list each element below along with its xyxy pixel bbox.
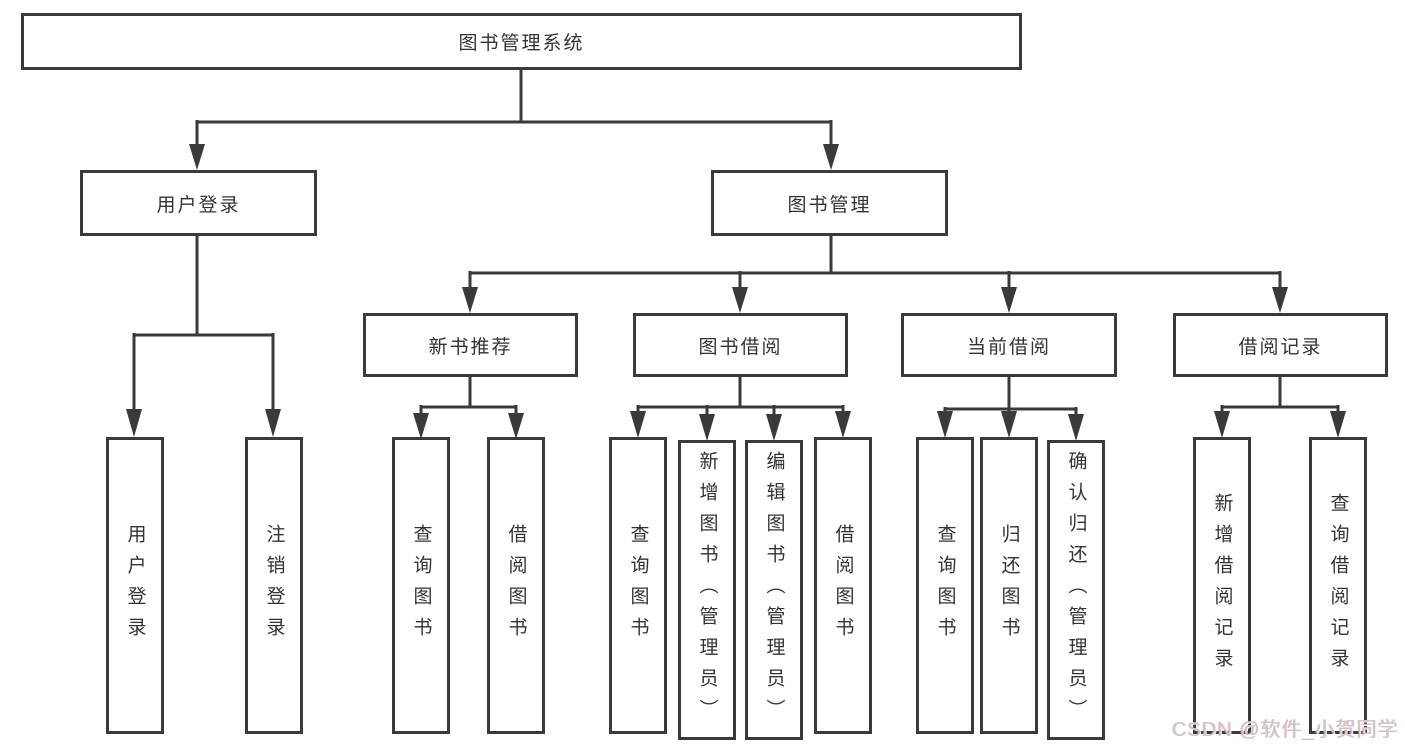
leaf-borrow-books-2-label: 借阅图书: [832, 523, 854, 648]
node-new-book-recommend: 新书推荐: [363, 313, 578, 377]
node-borrow-records: 借阅记录: [1173, 313, 1388, 377]
leaf-user-login: 用户登录: [106, 437, 164, 734]
connector-book-borrowing-children: [630, 377, 851, 441]
leaf-query-books-2-label: 查询图书: [627, 523, 649, 648]
node-user-login: 用户登录: [80, 170, 317, 236]
leaf-edit-book-admin-label: 编辑图书（管理员）: [763, 450, 785, 730]
connector-current-borrowing-children: [937, 377, 1084, 441]
node-user-login-label: 用户登录: [156, 194, 241, 216]
node-book-management-label: 图书管理: [787, 194, 872, 216]
leaf-logout-label: 注销登录: [263, 523, 285, 648]
leaf-edit-book-admin: 编辑图书（管理员）: [745, 440, 803, 740]
node-book-management: 图书管理: [711, 170, 948, 236]
leaf-confirm-return-admin-label: 确认归还（管理员）: [1065, 450, 1087, 730]
node-book-borrowing-label: 图书借阅: [698, 336, 783, 358]
leaf-query-books-1-label: 查询图书: [410, 523, 432, 648]
leaf-add-book-admin: 新增图书（管理员）: [678, 440, 736, 740]
leaf-return-book-label: 归还图书: [998, 523, 1020, 648]
leaf-query-books-1: 查询图书: [392, 437, 450, 734]
leaf-borrow-books-2: 借阅图书: [814, 437, 872, 734]
leaf-query-borrow-record: 查询借阅记录: [1309, 437, 1367, 734]
connector-book-management-children: [462, 236, 1288, 313]
connector-new-book-recommend-children: [413, 377, 524, 439]
leaf-borrow-books-1-label: 借阅图书: [505, 523, 527, 648]
node-book-borrowing: 图书借阅: [633, 313, 848, 377]
leaf-query-borrow-record-label: 查询借阅记录: [1327, 492, 1349, 679]
connector-user-login-children: [126, 236, 281, 437]
node-new-book-recommend-label: 新书推荐: [428, 336, 513, 358]
node-current-borrowing: 当前借阅: [901, 313, 1117, 377]
leaf-borrow-books-1: 借阅图书: [487, 437, 545, 734]
connector-root-to-level2: [189, 70, 839, 170]
leaf-confirm-return-admin: 确认归还（管理员）: [1047, 440, 1105, 740]
node-root-system: 图书管理系统: [21, 13, 1022, 70]
leaf-add-borrow-record: 新增借阅记录: [1193, 437, 1251, 734]
leaf-add-borrow-record-label: 新增借阅记录: [1211, 492, 1233, 679]
leaf-query-books-3: 查询图书: [916, 437, 974, 734]
leaf-user-login-label: 用户登录: [124, 523, 146, 648]
leaf-add-book-admin-label: 新增图书（管理员）: [696, 450, 718, 730]
csdn-watermark: CSDN @软件_小贺同学: [1172, 719, 1399, 741]
leaf-logout: 注销登录: [245, 437, 303, 734]
leaf-query-books-2: 查询图书: [609, 437, 667, 734]
node-root-system-label: 图书管理系统: [458, 33, 585, 54]
connector-borrow-records-children: [1214, 377, 1346, 438]
node-borrow-records-label: 借阅记录: [1238, 336, 1323, 358]
leaf-return-book: 归还图书: [980, 437, 1038, 734]
node-current-borrowing-label: 当前借阅: [966, 336, 1051, 358]
leaf-query-books-3-label: 查询图书: [934, 523, 956, 648]
